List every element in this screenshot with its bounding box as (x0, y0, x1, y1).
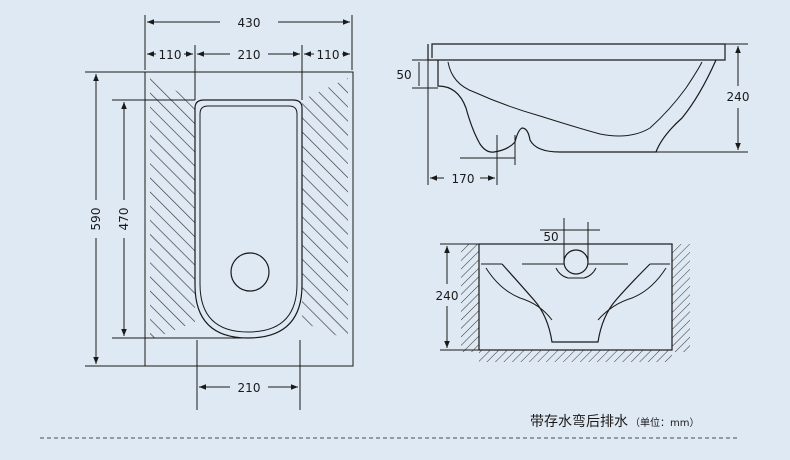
plan-drain-circle (230, 252, 270, 292)
plan-outline (144, 71, 354, 367)
front-bowl-shape (501, 263, 651, 343)
dim-label-total-width: 430 (238, 16, 261, 30)
front-outlet-hump (555, 267, 597, 279)
dim-label-left-side: 110 (159, 48, 182, 62)
front-outlet-circle (563, 249, 589, 275)
front-bowl-inner-left (485, 267, 553, 321)
dim-label-rim-height: 50 (396, 68, 411, 82)
plan-bowl-outer (194, 99, 303, 339)
side-body-inner (447, 61, 703, 137)
plan-view (144, 71, 354, 367)
caption-title: 带存水弯后排水（单位：mm） (530, 413, 699, 430)
dim-label-outlet-offset: 170 (452, 172, 475, 186)
side-rim (427, 43, 726, 61)
side-view (427, 43, 726, 153)
dim-label-front-height: 240 (436, 289, 459, 303)
dim-label-total-length: 590 (89, 208, 103, 231)
dim-label-total-height: 240 (727, 90, 750, 104)
dim-label-bottom-width: 210 (238, 381, 261, 395)
side-body-outer (437, 59, 717, 153)
dim-label-middle: 210 (238, 48, 261, 62)
front-view (461, 243, 690, 362)
dim-label-outlet-width-front: 50 (543, 230, 558, 244)
plan-hatch-left (150, 78, 195, 340)
caption-title-text: 带存水弯后排水 (530, 413, 628, 430)
plan-dimensions: 430 110 210 110 590 470 210 (85, 15, 353, 410)
plan-bowl-inner (199, 105, 298, 333)
caption-unit-note: （单位：mm） (630, 416, 699, 429)
dim-label-bowl-length: 470 (117, 208, 131, 231)
front-outline (478, 243, 673, 351)
front-floor (479, 350, 672, 362)
front-wall-left (461, 244, 479, 352)
plan-hatch-right (302, 78, 348, 340)
front-bowl-inner-right (597, 267, 667, 321)
dim-label-right-side: 110 (317, 48, 340, 62)
front-dimensions: 50 240 (436, 218, 600, 351)
side-dimensions: 50 240 170 (396, 43, 750, 186)
front-wall-right (672, 244, 690, 352)
